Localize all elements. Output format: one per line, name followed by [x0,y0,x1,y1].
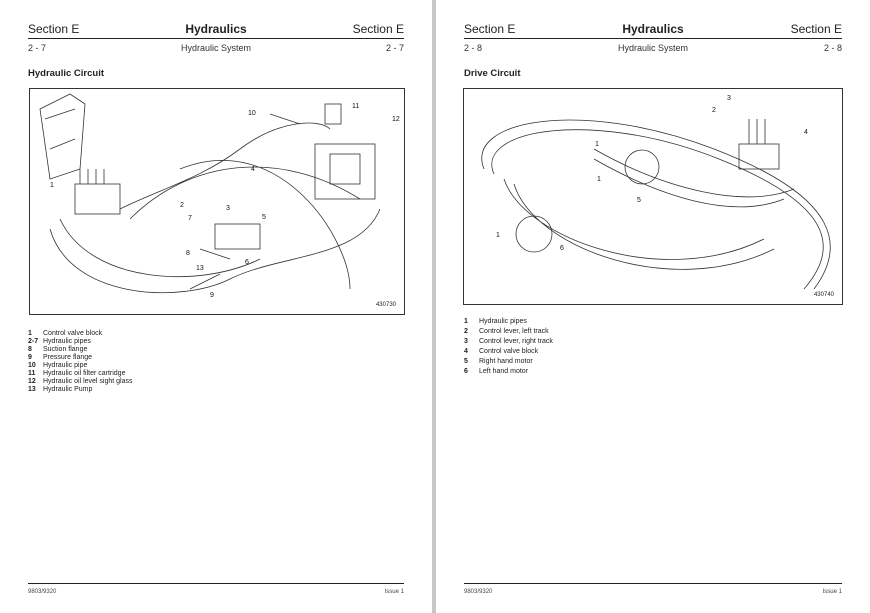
page-number: 2 - 7 [28,43,47,53]
legend-text: Hydraulic oil level sight glass [43,378,133,385]
header-rule [464,38,842,39]
parts-legend: 1 Hydraulic pipes 2 Control lever, left tr… [464,317,553,377]
callout: 1 [50,182,54,189]
legend-text: Right hand motor [479,358,533,365]
callout-number: 1 [597,176,601,183]
legend-text: Control lever, left track [479,328,549,335]
legend-text: 13 [28,386,36,393]
section-label: Section E [28,22,80,36]
legend-text: 6 [464,368,468,375]
section-label: Section E [352,22,404,36]
legend-text: Left hand motor [479,368,529,375]
legend-text: 3 [464,338,468,345]
page-number: 2 - 8 [823,43,842,53]
footer-rule [28,583,404,584]
page-left: Section E Hydraulics Section E 2 - 7 Hyd… [0,0,432,613]
legend-text: Hydraulic Pump [43,386,93,393]
subtitle: Hydraulic System [180,43,252,53]
legend-text: Hydraulic pipe [43,362,88,369]
legend-text: 12 [28,378,36,385]
header-rule [28,38,404,39]
legend-text: Control valve block [479,348,539,355]
page-right: Section E Hydraulics Section E 2 - 8 Hyd… [436,0,870,613]
callout-number: 4 [804,129,808,136]
document-code: 9803/9320 [28,589,57,595]
callout-number: 4 [251,166,255,173]
figure-number: 430730 [375,302,396,308]
callout-number: 6 [560,245,564,252]
legend-text: Hydraulic pipes [43,338,91,345]
callout-number: 2 [180,202,184,209]
figure-title: Hydraulic Circuit [28,68,105,79]
page-number: 2 - 7 [385,43,404,53]
legend-text: Hydraulic pipes [479,318,527,325]
legend-text: 5 [464,358,468,365]
figure-number: 430740 [813,292,834,298]
legend-text: Pressure flange [43,354,93,361]
issue-label: Issue 1 [384,589,404,595]
callout-number: 13 [196,265,204,272]
legend-text: 8 [28,346,32,353]
legend-text: 1 [464,318,468,325]
document-code: 9803/9320 [464,589,493,595]
callout-number: 10 [248,110,256,117]
legend-text: 11 [28,370,36,377]
callout-number: 2 [712,107,716,114]
legend-text: Hydraulic oil filter cartridge [43,370,126,377]
chapter-title: Hydraulics [622,22,684,36]
callout-number: 8 [186,250,190,257]
callout-number: 12 [392,116,400,123]
chapter-title: Hydraulics [185,22,247,36]
callout-number: 3 [226,205,230,212]
callout-number: 7 [188,215,192,222]
callout-number: 6 [245,259,249,266]
hydraulic-circuit-diagram: 1 2 3 4 5 6 7 8 9 10 11 12 13 430730 [29,88,405,315]
callout-number: 5 [262,214,266,221]
legend-text: 9 [28,354,32,361]
legend-text: 2 [464,328,468,335]
drive-circuit-diagram: 1 1 1 2 3 4 5 6 430740 [463,88,843,305]
legend-text: 2-7 [28,338,39,345]
legend-text: Control valve block [43,330,103,337]
callout-number: 5 [637,197,641,204]
page-divider [432,0,436,613]
callout-number: 1 [595,141,599,148]
figure-title: Drive Circuit [464,68,521,79]
callout-number: 11 [352,103,359,110]
legend-text: 1 [28,330,32,337]
legend-text: 4 [464,348,468,355]
section-label: Section E [790,22,842,36]
legend-text: Suction flange [43,346,88,353]
issue-label: Issue 1 [822,589,842,595]
page-number: 2 - 8 [464,43,483,53]
legend-text: Control lever, right track [479,338,553,345]
callout-number: 9 [210,292,214,299]
subtitle: Hydraulic System [617,43,689,53]
section-label: Section E [464,22,516,36]
callout-number: 3 [727,95,731,102]
callout-number: 1 [496,232,500,239]
footer-rule [464,583,842,584]
legend-text: 10 [28,362,36,369]
